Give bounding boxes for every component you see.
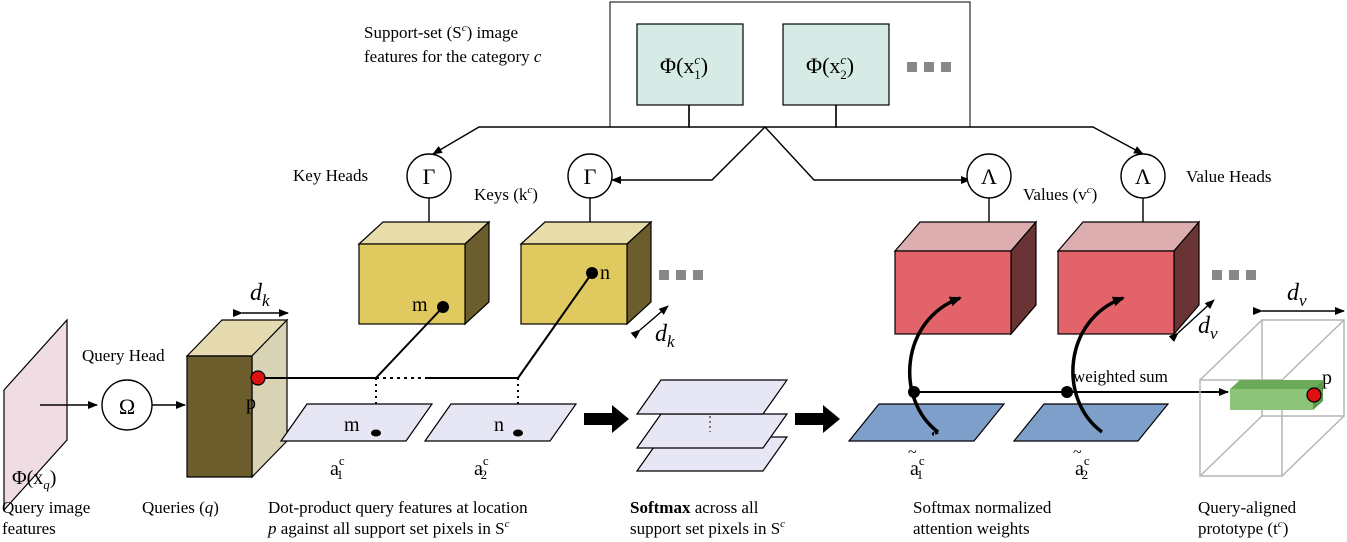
a2-tilde-mark: ~ xyxy=(1073,444,1082,461)
value-head-2-symbol: Λ xyxy=(1135,164,1151,189)
value-ellipsis-icon xyxy=(1212,270,1256,280)
dot-caption-line1: Dot-product query features at location xyxy=(268,498,528,517)
dv-label-prototype: dv xyxy=(1287,280,1307,310)
norm-caption-line1: Softmax normalized xyxy=(913,498,1052,517)
proto-caption-line1: Query-aligned xyxy=(1198,498,1297,517)
prototype-slab xyxy=(1230,380,1323,410)
value-heads-label: Value Heads xyxy=(1186,167,1271,186)
query-features-caption-2: features xyxy=(2,519,56,538)
support-feature-box-1 xyxy=(636,23,744,106)
query-head-symbol: Ω xyxy=(119,394,135,419)
query-input-label: Φ(xq) xyxy=(12,467,56,492)
key-heads-label: Key Heads xyxy=(293,166,368,185)
value-head-1: Λ xyxy=(966,153,1012,199)
value-cube-2 xyxy=(1056,220,1201,336)
key-head-1-symbol: Γ xyxy=(423,164,436,189)
softmax-caption-line2: support set pixels in Sc xyxy=(630,518,785,538)
key-point-n xyxy=(586,267,598,279)
value-head-1-symbol: Λ xyxy=(981,164,997,189)
dot-plane-1-m: m xyxy=(344,414,360,436)
key-point-n-label: n xyxy=(600,262,610,284)
weighted-sum-node-2 xyxy=(1061,386,1073,398)
query-point-p xyxy=(250,370,266,386)
softmax-caption-line1: Softmax across all xyxy=(630,498,759,517)
key-cube-1 xyxy=(357,220,491,326)
support-set-title-line1: Support-set (Sc) image xyxy=(364,22,518,42)
key-cube-2 xyxy=(519,220,653,326)
value-head-2: Λ xyxy=(1120,153,1166,199)
support-feature-box-2 xyxy=(782,23,890,106)
key-point-m xyxy=(437,301,449,313)
dot-product-lines xyxy=(258,272,593,430)
dv-arrow-value xyxy=(1168,299,1215,343)
arrow-to-key-head-2 xyxy=(611,105,837,184)
weighted-sum-node-1 xyxy=(908,386,920,398)
arrow-to-key-head-1 xyxy=(432,105,690,155)
dot-plane-2 xyxy=(423,403,578,442)
value-attention-curves xyxy=(908,296,1125,436)
norm-caption-line2: attention weights xyxy=(913,519,1030,538)
query-features-caption-1: Query image xyxy=(2,498,90,517)
prototype-point-p-label: p xyxy=(1322,367,1332,389)
dk-arrow-key xyxy=(630,305,669,339)
key-ellipsis-icon xyxy=(659,270,703,280)
dv-label-value: dv xyxy=(1198,313,1218,343)
value-cube-1 xyxy=(893,220,1038,336)
dot-marker-n xyxy=(513,429,523,437)
queries-cube xyxy=(185,318,289,479)
softmax-stack xyxy=(635,379,789,472)
keys-label: Keys (kc) xyxy=(474,184,538,204)
a1-tilde-mark: ~ xyxy=(908,444,917,461)
query-head-label: Query Head xyxy=(82,346,165,365)
prototype-point-p xyxy=(1306,387,1322,403)
ellipsis-icon xyxy=(907,62,951,72)
big-arrow-1 xyxy=(584,405,629,433)
query-point-p-label: p xyxy=(246,392,256,414)
key-head-1: Γ xyxy=(406,153,452,199)
key-head-2: Γ xyxy=(567,153,613,199)
dk-label-query: dk xyxy=(250,280,270,310)
dot-caption-line2: p against all support set pixels in Sc xyxy=(267,518,510,538)
key-head-2-symbol: Γ xyxy=(584,164,597,189)
support-set-title-line2: features for the category c xyxy=(364,47,542,66)
dot-plane-1 xyxy=(279,403,434,442)
arrow-to-value-head-2 xyxy=(835,105,1144,155)
dk-label-key: dk xyxy=(655,321,675,351)
dot-plane-2-n: n xyxy=(494,414,504,436)
values-label: Values (vc) xyxy=(1023,184,1097,204)
weighted-sum-label: weighted sum xyxy=(1073,367,1168,386)
prototype-cube xyxy=(1199,319,1345,477)
big-arrow-2 xyxy=(795,405,840,433)
proto-caption-line2: prototype (tc) xyxy=(1198,518,1288,538)
routing-arrows xyxy=(432,105,1144,184)
query-image-plane xyxy=(3,318,68,512)
key-point-m-label: m xyxy=(412,294,428,316)
queries-caption: Queries (q) xyxy=(142,498,219,517)
dot-marker-m xyxy=(371,429,381,437)
arrow-to-value-head-1 xyxy=(688,105,971,184)
